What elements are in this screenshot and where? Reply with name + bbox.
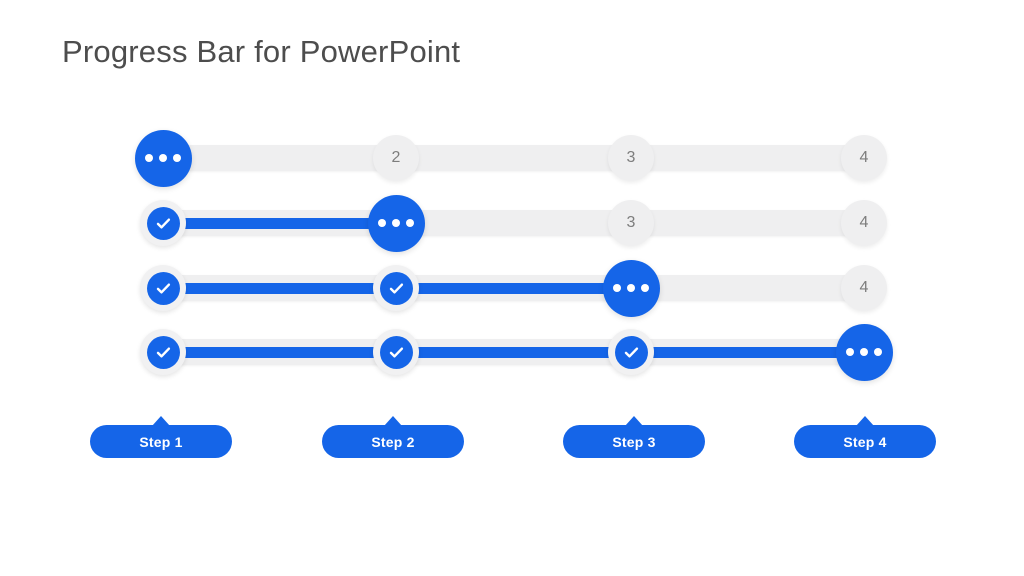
node-number: 3 [626, 149, 636, 166]
progress-node-4-active[interactable] [835, 323, 893, 381]
step-label-pointer-icon [384, 416, 402, 426]
three-dots-icon [145, 154, 181, 162]
step-label-2[interactable]: Step 2 [322, 416, 464, 458]
progress-node-3-inactive[interactable]: 3 [608, 200, 654, 246]
completed-badge [379, 335, 413, 369]
progress-track[interactable] [163, 145, 864, 171]
check-icon [624, 346, 638, 358]
progress-node-3-completed[interactable] [608, 329, 654, 375]
step-label-text: Step 3 [612, 433, 656, 450]
progress-fill [163, 346, 864, 358]
node-number: 4 [859, 149, 869, 166]
progress-node-1-completed[interactable] [140, 329, 186, 375]
node-number: 4 [859, 214, 869, 231]
completed-badge [379, 271, 413, 305]
progress-node-3-inactive[interactable]: 3 [608, 135, 654, 181]
step-label-4[interactable]: Step 4 [794, 416, 936, 458]
step-label-text: Step 1 [139, 433, 183, 450]
three-dots-icon [378, 219, 414, 227]
check-icon [156, 346, 170, 358]
completed-badge [146, 271, 180, 305]
completed-badge [146, 206, 180, 240]
progress-node-1-completed[interactable] [140, 265, 186, 311]
check-icon [389, 282, 403, 294]
step-label-text: Step 4 [843, 433, 887, 450]
progress-node-1-active[interactable] [134, 129, 192, 187]
progress-node-2-completed[interactable] [373, 329, 419, 375]
step-label-1[interactable]: Step 1 [90, 416, 232, 458]
progress-row-1: 2 3 4 [0, 123, 1024, 193]
progress-node-1-completed[interactable] [140, 200, 186, 246]
progress-row-4 [0, 317, 1024, 387]
node-number: 2 [391, 149, 401, 166]
node-number: 4 [859, 279, 869, 296]
progress-node-3-active[interactable] [602, 259, 660, 317]
check-icon [156, 217, 170, 229]
three-dots-icon [846, 348, 882, 356]
progress-node-2-inactive[interactable]: 2 [373, 135, 419, 181]
step-label-3[interactable]: Step 3 [563, 416, 705, 458]
step-label-pointer-icon [152, 416, 170, 426]
node-number: 3 [626, 214, 636, 231]
step-label-pointer-icon [625, 416, 643, 426]
progress-node-4-inactive[interactable]: 4 [841, 200, 887, 246]
progress-row-3: 4 [0, 253, 1024, 323]
page-title: Progress Bar for PowerPoint [62, 34, 461, 69]
completed-badge [614, 335, 648, 369]
progress-fill [163, 217, 396, 229]
progress-node-4-inactive[interactable]: 4 [841, 135, 887, 181]
check-icon [156, 282, 170, 294]
check-icon [389, 346, 403, 358]
three-dots-icon [613, 284, 649, 292]
step-label-text: Step 2 [371, 433, 415, 450]
progress-node-2-active[interactable] [367, 194, 425, 252]
step-label-pointer-icon [856, 416, 874, 426]
progress-node-4-inactive[interactable]: 4 [841, 265, 887, 311]
completed-badge [146, 335, 180, 369]
progress-node-2-completed[interactable] [373, 265, 419, 311]
